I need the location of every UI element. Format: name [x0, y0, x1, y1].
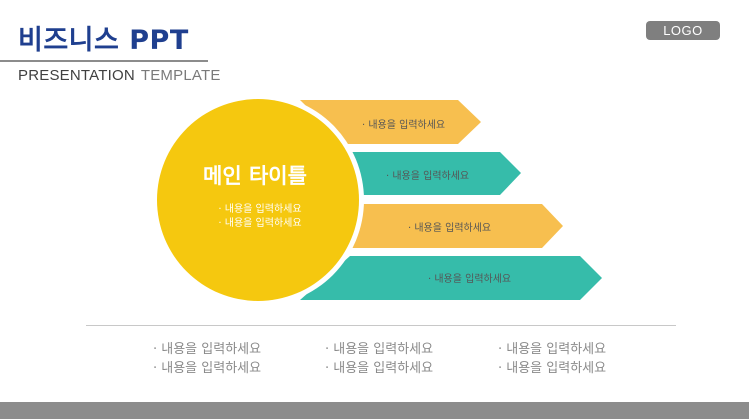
bottom-text-c1-r2: · 내용을 입력하세요: [153, 361, 262, 376]
page-title: 비즈니스 PPT: [18, 25, 189, 56]
circle-title: 메인 타이틀: [203, 164, 307, 188]
bottom-text-c3-r1: · 내용을 입력하세요: [498, 342, 607, 357]
arrow-shape-3: [350, 204, 563, 248]
arrow-shape-1: [300, 100, 481, 144]
arrow-shape-2: [345, 152, 521, 195]
footer-bar: [0, 402, 749, 419]
page-subtitle: PRESENTATION TEMPLATE: [18, 67, 221, 84]
arrow-label-3: · 내용을 입력하세요: [408, 223, 492, 234]
bottom-text-c1-r1: · 내용을 입력하세요: [153, 342, 262, 357]
circle-line-1: · 내용을 입력하세요: [218, 204, 302, 215]
divider: [86, 325, 676, 326]
arrow-label-4: · 내용을 입력하세요: [428, 274, 512, 285]
title-rule: [0, 60, 208, 62]
arrow-label-1: · 내용을 입력하세요: [362, 120, 446, 131]
subtitle-light: TEMPLATE: [140, 67, 221, 84]
logo-badge: LOGO: [646, 21, 720, 40]
arrow-shape-4: [300, 256, 602, 300]
main-circle: [157, 99, 359, 301]
arrow-label-2: · 내용을 입력하세요: [386, 171, 470, 182]
bottom-text-c3-r2: · 내용을 입력하세요: [498, 361, 607, 376]
bottom-text-c2-r2: · 내용을 입력하세요: [325, 361, 434, 376]
bottom-text-c2-r1: · 내용을 입력하세요: [325, 342, 434, 357]
subtitle-main: PRESENTATION: [18, 67, 135, 84]
circle-line-2: · 내용을 입력하세요: [218, 218, 302, 229]
